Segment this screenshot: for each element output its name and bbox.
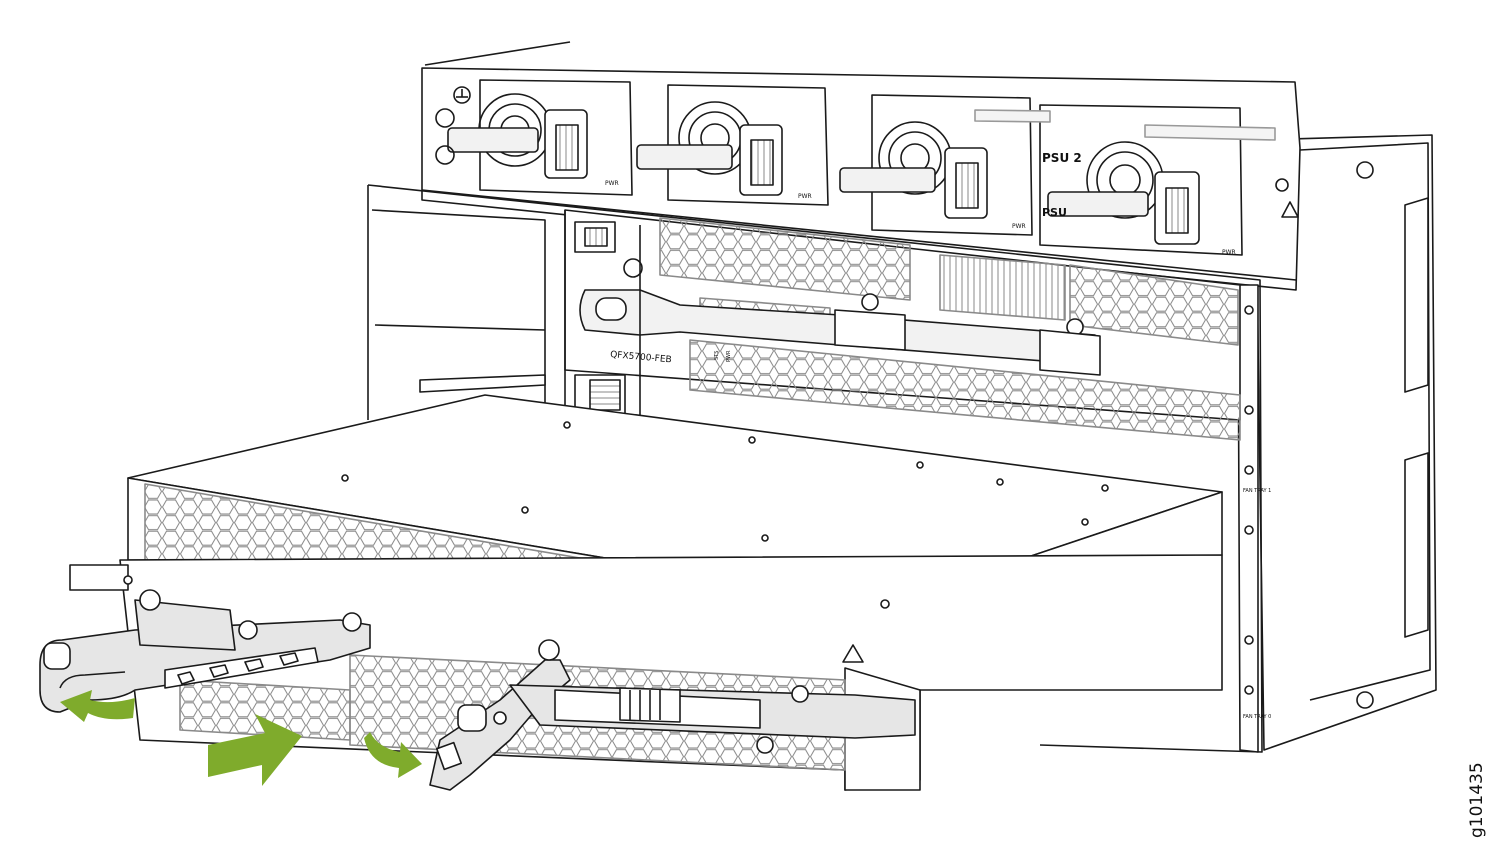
installed-feb-module <box>564 209 1241 441</box>
psu-bay-2 <box>636 84 829 206</box>
pwr-label-2: PWR <box>798 193 812 200</box>
psu-bay-1 <box>447 79 633 196</box>
feb-module <box>69 394 1223 791</box>
hot-surface-warning-icon <box>842 644 864 663</box>
psu-partial-label: PSU <box>1042 206 1067 219</box>
insert-arrow-icon <box>208 714 302 786</box>
figure-id-label: g101435 <box>1467 762 1487 838</box>
figure-id-text: g101435 <box>1467 762 1487 838</box>
rotate-arrow-icon <box>60 690 135 722</box>
ground-icon <box>435 86 471 165</box>
rotate-arrow-icon <box>364 732 422 778</box>
pwr-label-1: PWR <box>605 180 619 187</box>
fan-tray-0-label: FAN TRAY 0 <box>1243 714 1271 720</box>
pwr-led-label: PWR <box>726 350 732 362</box>
pwr-label-3: PWR <box>1012 223 1026 230</box>
left-ejector-lever <box>39 589 371 713</box>
right-ejector-lever <box>429 639 916 791</box>
psu2-label: PSU 2 <box>1042 151 1082 165</box>
sts-led-label: STS <box>714 351 720 360</box>
fan-tray-1-label: FAN TRAY 1 <box>1243 488 1271 494</box>
psu-bay-4 <box>1039 104 1243 256</box>
psu-bay-3 <box>839 94 1033 236</box>
esd-warning-icon <box>1275 178 1299 218</box>
pwr-label-4: PWR <box>1222 249 1236 256</box>
